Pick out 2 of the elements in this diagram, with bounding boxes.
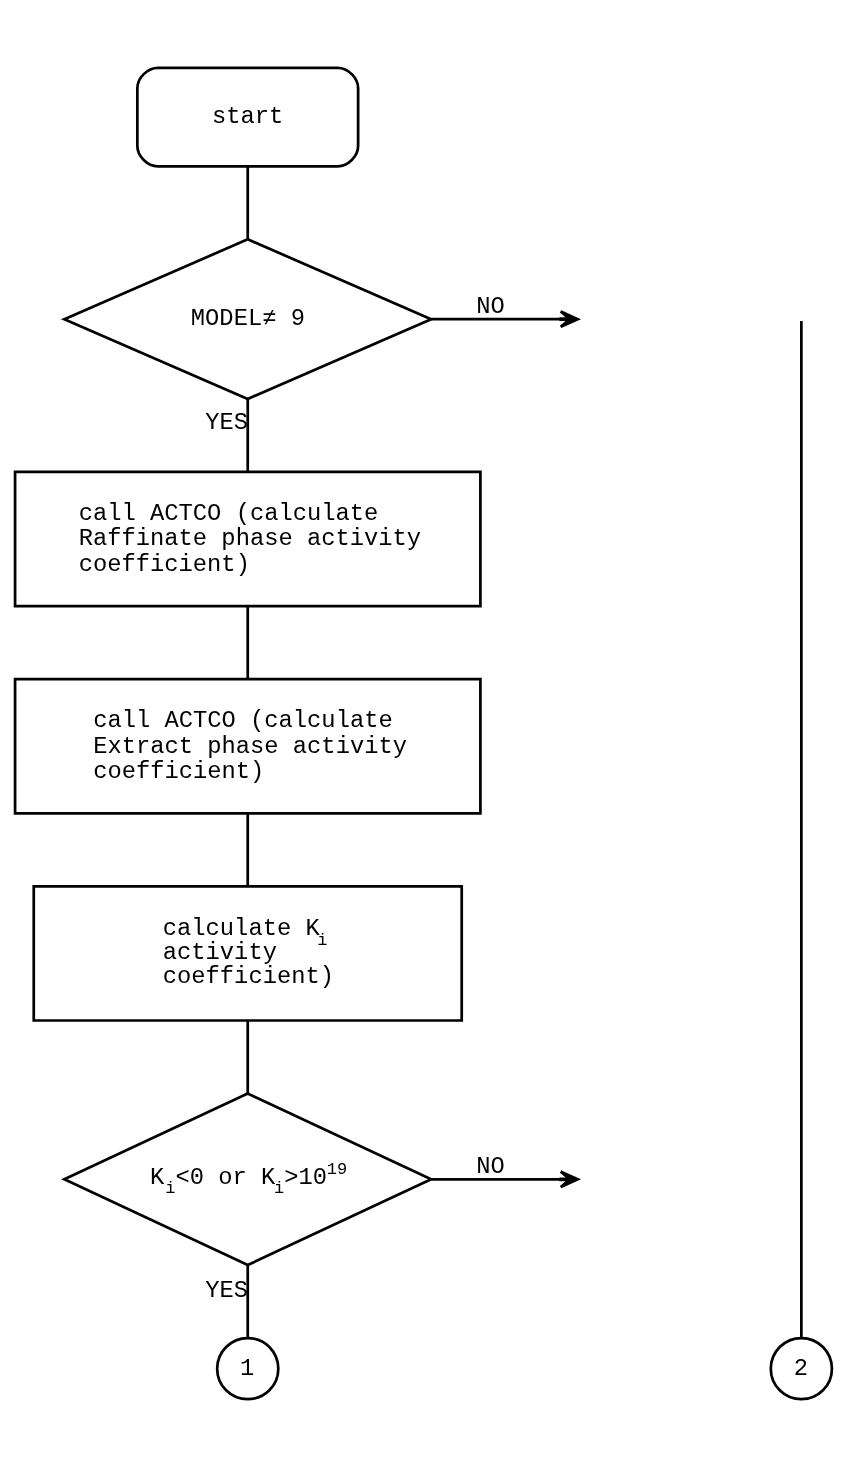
edge-label: NO	[476, 1152, 505, 1180]
edge-label: NO	[476, 292, 505, 320]
